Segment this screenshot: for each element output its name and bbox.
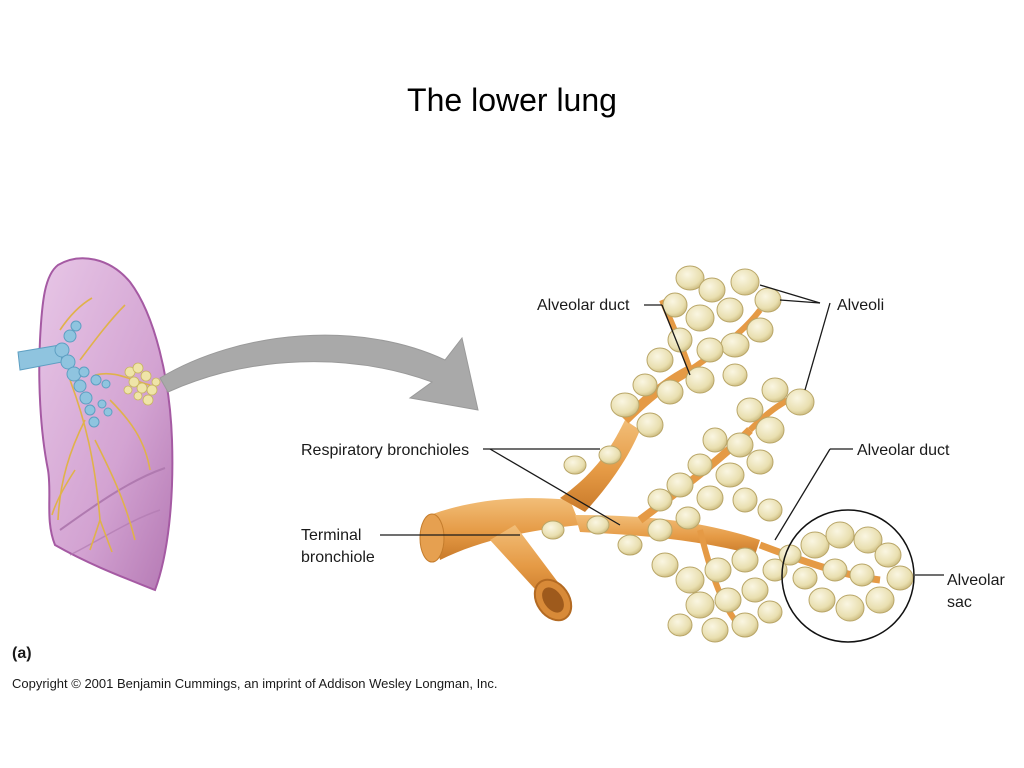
zoom-arrow [159,334,479,411]
lung-fissure [59,467,166,531]
label-alveolar-sac-line2: sac [947,594,972,611]
label-alveolar-duct-right: Alveolar duct [857,442,950,459]
bronchiole-proximal-end [419,513,445,563]
label-terminal-line2: bronchiole [301,549,375,566]
page-title: The lower lung [407,82,617,118]
main-bronchus [17,320,113,428]
lung-fissure-lower [69,509,161,556]
lung-illustration [17,257,174,592]
label-alveoli: Alveoli [837,297,884,314]
label-terminal-line1: Terminal [301,527,361,544]
lung-alveolar-cluster [123,362,161,406]
bronchiole-tree [419,298,881,622]
alveolar-sac-highlight [781,509,915,643]
lung-outline [38,257,174,592]
alveoli-clusters [541,265,914,643]
copyright-text: Copyright © 2001 Benjamin Cummings, an i… [12,676,498,691]
panel-label: (a) [12,645,32,662]
leader-lines [380,284,944,576]
label-alveolar-duct-top: Alveolar duct [537,297,630,314]
bronchial-tree [51,297,151,553]
label-respiratory-bronchioles: Respiratory bronchioles [301,442,469,459]
label-alveolar-sac-line1: Alveolar [947,572,1005,589]
